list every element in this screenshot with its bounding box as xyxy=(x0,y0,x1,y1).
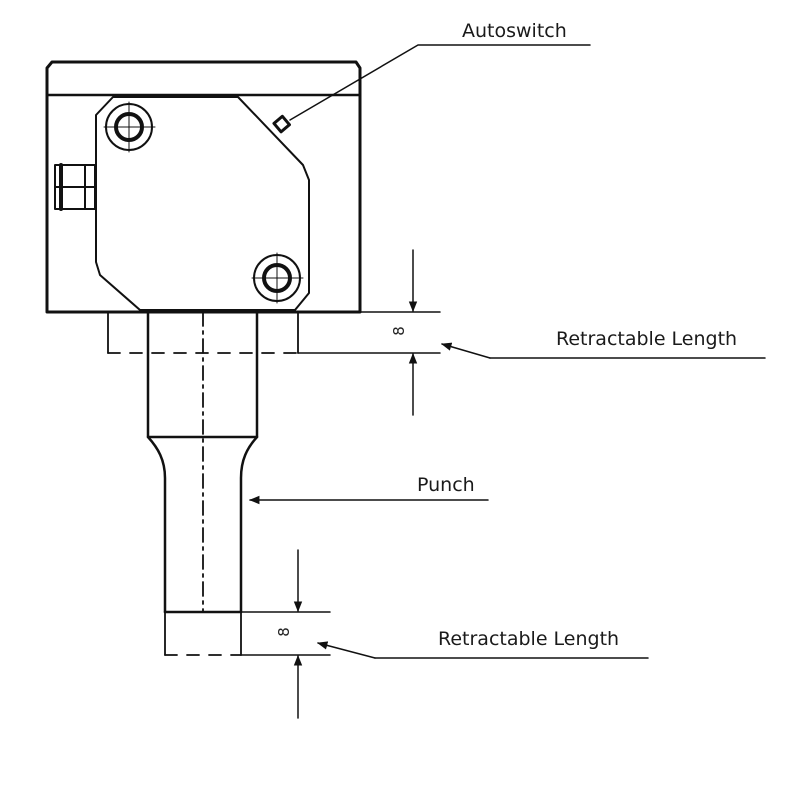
dimension-bottom xyxy=(240,549,649,719)
screw-top xyxy=(103,101,156,153)
retractable-length-label-bottom: Retractable Length xyxy=(438,628,620,650)
punch-retracted-outline xyxy=(164,611,242,656)
screw-bottom xyxy=(251,252,304,304)
autoswitch-label: Autoswitch xyxy=(462,20,567,42)
dimension-top xyxy=(297,249,766,416)
autoswitch-plate xyxy=(95,96,310,311)
autoswitch-sensor xyxy=(272,44,591,134)
connector-fitting xyxy=(54,163,96,211)
dimension-value-top: 8 xyxy=(389,326,408,336)
dimension-value-bottom: 8 xyxy=(274,627,293,637)
punch-label: Punch xyxy=(417,474,475,496)
retractable-length-label-top: Retractable Length xyxy=(556,328,738,350)
